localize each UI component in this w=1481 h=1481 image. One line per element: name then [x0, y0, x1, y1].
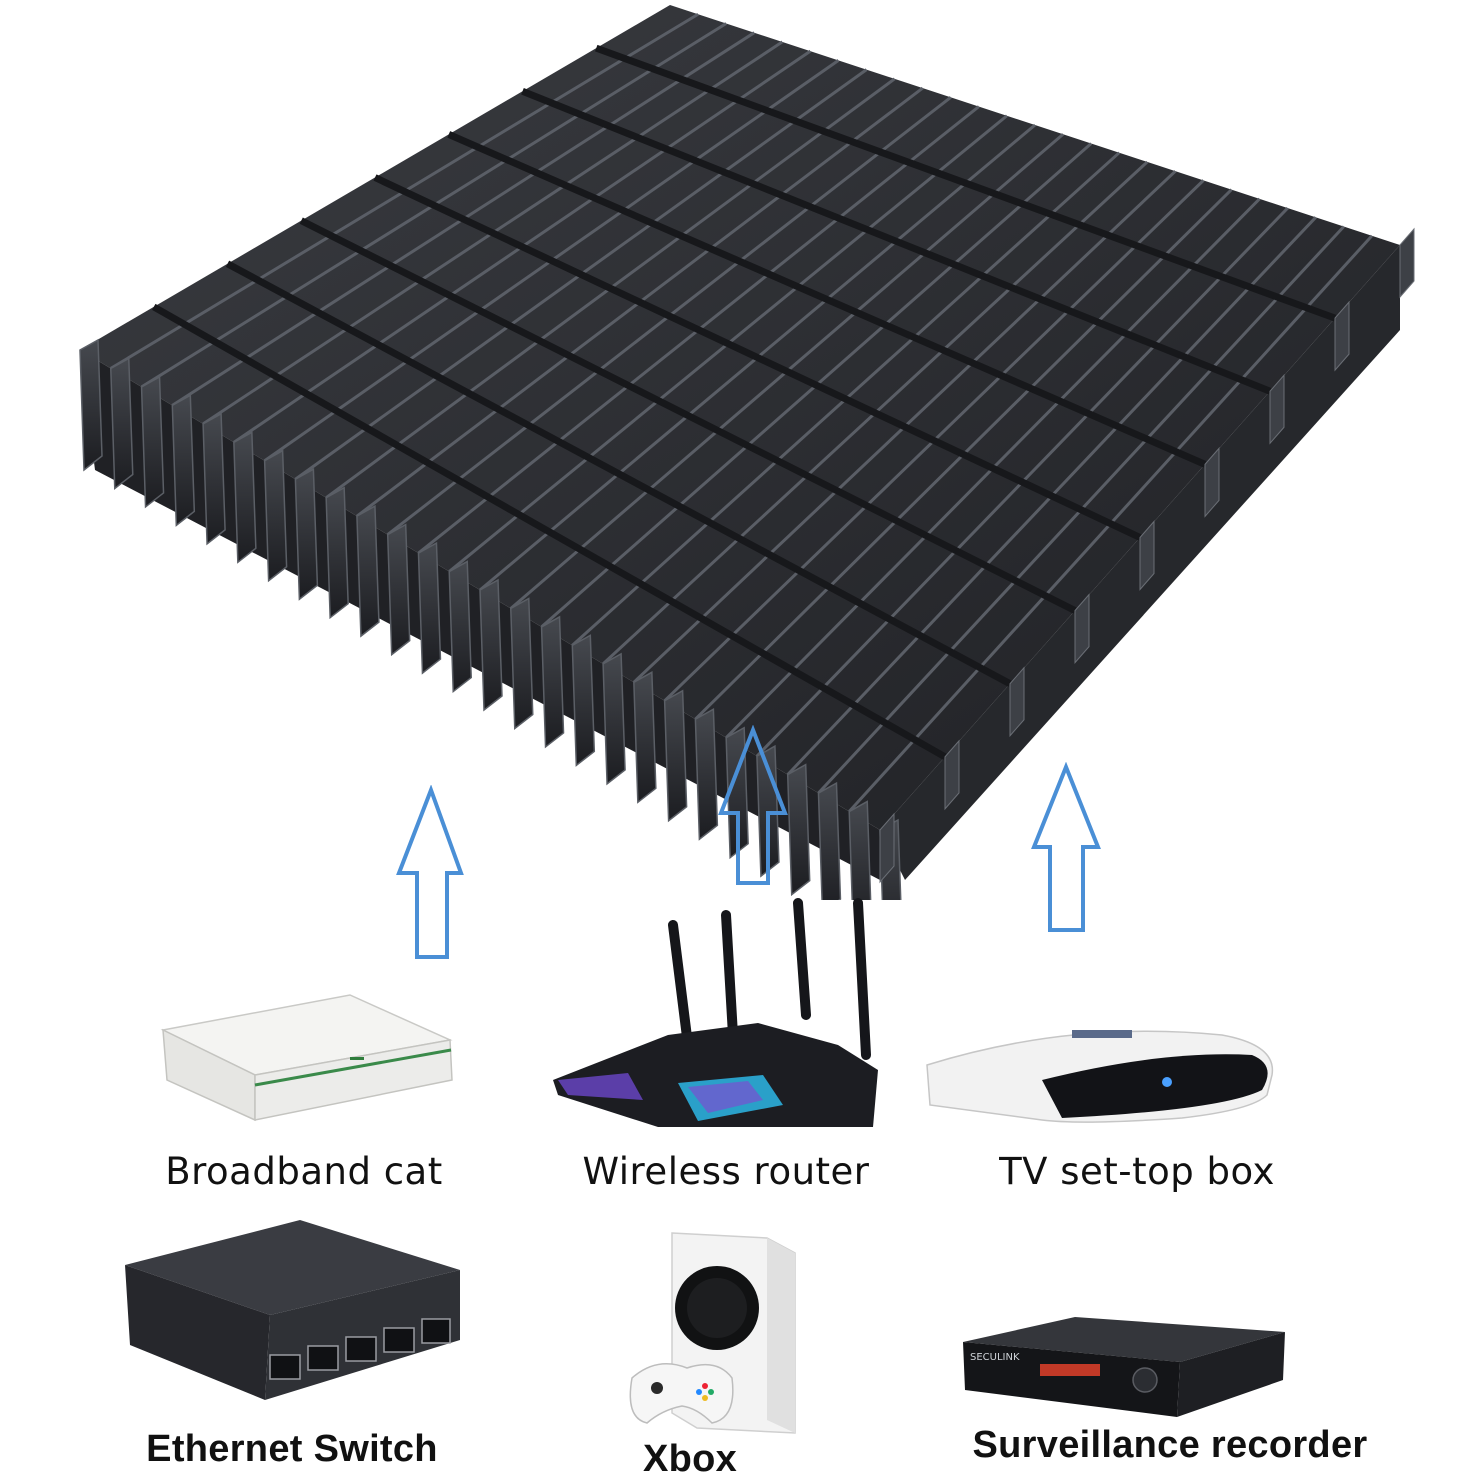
side-fin [944, 739, 960, 811]
svg-text:SECULINK: SECULINK [970, 1352, 1020, 1363]
fin [202, 412, 226, 546]
fin-channel [595, 44, 1337, 322]
modem-icon [160, 994, 453, 1122]
fin [663, 689, 688, 823]
fin [233, 431, 257, 564]
fin [140, 375, 165, 509]
fin [448, 560, 472, 694]
fin [294, 467, 319, 601]
side-fin [1074, 593, 1090, 664]
fin [817, 781, 842, 900]
side-fin [1009, 666, 1025, 738]
fin-channel [521, 88, 1272, 395]
label-broadband-cat: Broadband cat [165, 1150, 443, 1193]
fin [386, 523, 411, 657]
fin [571, 634, 596, 767]
side-fin [1334, 300, 1350, 372]
label-surveillance-recorder: Surveillance recorder [972, 1424, 1368, 1466]
arrow-up-icon [396, 785, 464, 959]
heatsink-image [79, 5, 1415, 900]
arrow-up-icon [718, 725, 788, 885]
fin [694, 707, 719, 841]
fin [171, 394, 196, 527]
fin [110, 357, 134, 490]
label-xbox: Xbox [642, 1438, 738, 1480]
fin [540, 615, 565, 749]
fin-channel [225, 260, 1012, 687]
router-icon [553, 898, 878, 1127]
side-fin [1139, 520, 1155, 591]
label-tv-set-top-box: TV set-top box [999, 1150, 1275, 1193]
side-fin [1204, 447, 1220, 518]
fin [263, 449, 288, 583]
dvr-icon: SECULINK [963, 1317, 1285, 1417]
fin-channel [152, 303, 947, 760]
label-ethernet-switch: Ethernet Switch [146, 1428, 438, 1470]
side-fin [879, 812, 895, 884]
fin [356, 504, 380, 638]
fin [79, 338, 103, 472]
fin-channel [447, 131, 1207, 468]
fin [633, 671, 657, 804]
label-wireless-router: Wireless router [582, 1150, 870, 1193]
set-top-box-icon [926, 1030, 1274, 1123]
fin [510, 597, 534, 730]
fin [417, 541, 442, 675]
side-fin [1399, 227, 1415, 299]
fin [848, 800, 872, 900]
switch-icon [125, 1220, 460, 1400]
fin [602, 652, 626, 786]
fin [786, 763, 811, 897]
side-fin [1269, 373, 1285, 445]
console-icon [629, 1232, 796, 1434]
fin [479, 578, 503, 712]
fin [325, 486, 349, 620]
fin-channel [373, 174, 1142, 541]
fin-channel [299, 217, 1077, 614]
arrow-up-icon [1031, 762, 1101, 932]
